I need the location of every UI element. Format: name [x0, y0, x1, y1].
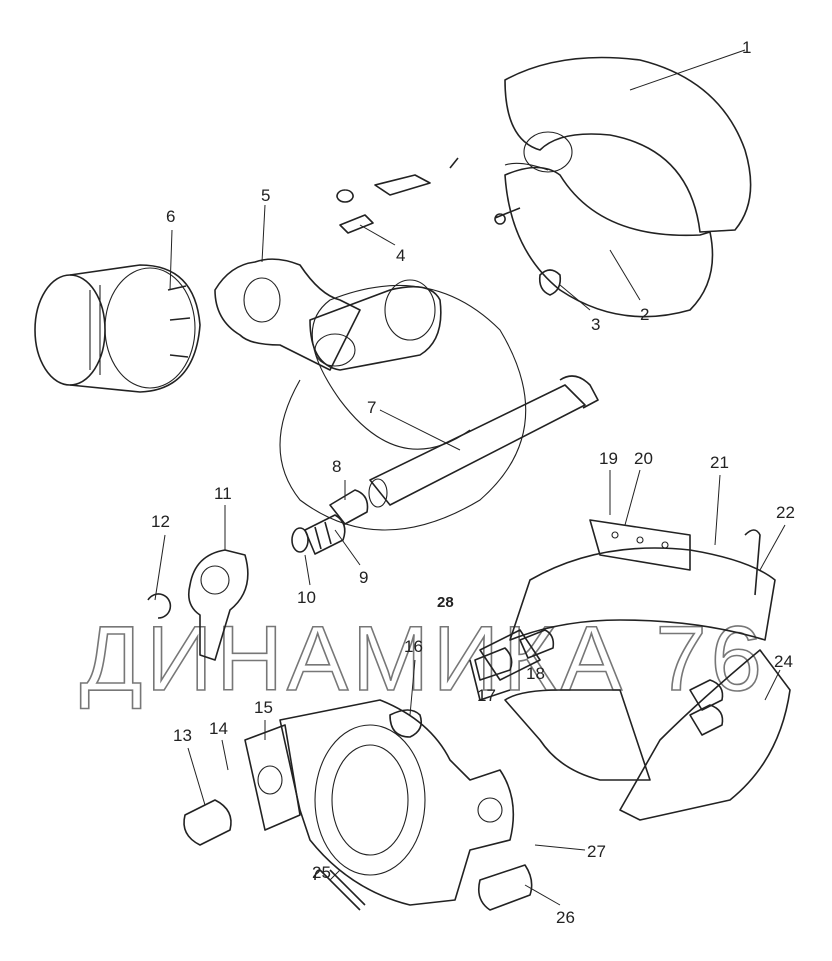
pin-26 [477, 864, 533, 911]
pin-25 [314, 869, 366, 911]
callout-labels: 1 2 3 4 5 6 7 8 9 10 11 12 13 14 15 16 1… [151, 38, 795, 927]
camshaft-bracket [309, 279, 442, 371]
plug-16 [389, 709, 423, 738]
clevis-pin [339, 214, 374, 234]
callout-11: 11 [214, 484, 232, 503]
callout-18: 18 [526, 664, 545, 683]
callout-28: 28 [437, 594, 454, 611]
dust-shield [504, 56, 752, 318]
callout-2: 2 [640, 305, 649, 324]
chamber-bracket [214, 258, 361, 371]
callout-15: 15 [254, 698, 273, 717]
roller-18 [519, 629, 555, 659]
callout-27: 27 [587, 842, 606, 861]
callout-16: 16 [404, 637, 423, 656]
watermark: ДИНАМИКА 76 [80, 608, 766, 710]
snap-ring [147, 593, 172, 619]
callout-6: 6 [166, 207, 175, 226]
bushing-13 [183, 799, 232, 846]
callout-14: 14 [209, 719, 228, 738]
callout-13: 13 [173, 726, 192, 745]
callout-17: 17 [477, 686, 496, 705]
slack-adjuster [187, 549, 249, 661]
callout-7: 7 [367, 398, 376, 417]
washer [291, 527, 309, 553]
callout-25: 25 [312, 863, 331, 882]
brake-chamber [34, 264, 201, 393]
callout-19: 19 [599, 449, 618, 468]
camshaft [368, 375, 599, 508]
brake-shoes [469, 519, 791, 821]
plug [538, 269, 562, 296]
flange-15 [244, 724, 301, 831]
callout-3: 3 [591, 315, 600, 334]
callout-21: 21 [710, 453, 729, 472]
spring-22 [744, 529, 761, 596]
callout-12: 12 [151, 512, 170, 531]
brake-spider [279, 699, 515, 906]
callout-1: 1 [742, 38, 751, 57]
callout-20: 20 [634, 449, 653, 468]
callout-10: 10 [297, 588, 316, 607]
callout-26: 26 [556, 908, 575, 927]
callout-8: 8 [332, 457, 341, 476]
callout-9: 9 [359, 568, 368, 587]
spring [304, 514, 346, 555]
callout-4: 4 [396, 246, 405, 265]
callout-22: 22 [776, 503, 795, 522]
callout-5: 5 [261, 186, 270, 205]
leader-lines [154, 49, 786, 906]
clevis [336, 157, 459, 203]
callout-24: 24 [774, 652, 793, 671]
bushing [329, 489, 369, 525]
pin-17 [474, 647, 513, 681]
bolt [494, 207, 521, 225]
guide-curve [279, 284, 527, 531]
